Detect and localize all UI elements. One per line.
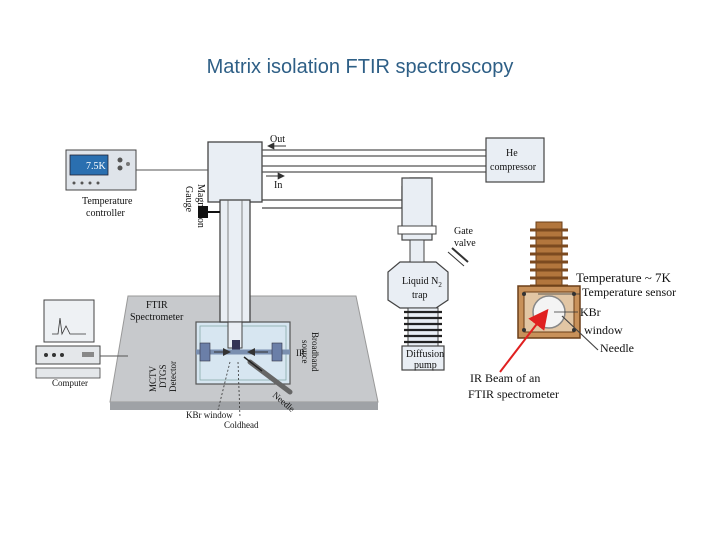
compressor-label-2: compressor — [490, 162, 537, 173]
needle-label: Needle — [600, 341, 634, 355]
magnetron-label-2: Gauge — [183, 186, 194, 213]
computer — [35, 299, 101, 379]
slide-title: Matrix isolation FTIR spectroscopy — [206, 56, 514, 78]
kbr-small-label: KBr window — [186, 410, 233, 420]
controller-label-2: controller — [86, 208, 126, 219]
magnetron-label-1: Magnetron — [195, 184, 206, 228]
in-label: In — [274, 180, 282, 191]
gas-lines — [262, 142, 486, 180]
trap-label-1: Liquid N2 — [402, 276, 442, 289]
gate-valve-label-2: valve — [454, 238, 476, 249]
controller-label-1: Temperature — [82, 196, 133, 207]
ir-beam-label-1: IR Beam of an — [470, 371, 540, 385]
compressor-label-1: He — [506, 148, 518, 159]
source-label-2: source — [300, 340, 310, 364]
detector-label-2: DTGS — [158, 364, 168, 388]
kbr-label-2: window — [584, 323, 623, 337]
coldhead-label: Coldhead — [224, 420, 259, 430]
kbr-label-1: KBr — [580, 305, 601, 319]
gate-valve-label-1: Gate — [454, 226, 473, 237]
detector-label-3: Detector — [168, 361, 178, 392]
out-label: Out — [270, 134, 285, 145]
ftir-label-2: Spectrometer — [130, 312, 184, 323]
temperature-controller — [65, 149, 137, 191]
controller-display: 7.5K — [86, 161, 107, 172]
computer-label: Computer — [52, 378, 88, 388]
he-compressor — [485, 137, 545, 183]
ftir-label-1: FTIR — [146, 300, 168, 311]
vacuum-line — [262, 177, 469, 267]
temperature-label: Temperature ~ 7K — [576, 270, 672, 285]
ir-short-label: IR — [296, 348, 305, 358]
ir-beam-path — [196, 342, 290, 362]
detector-label-1: MCTV — [148, 365, 158, 392]
ir-beam-label-2: FTIR spectrometer — [468, 387, 559, 401]
diffusion-label-1: Diffusion — [406, 349, 444, 360]
coldhead-column — [207, 141, 263, 350]
magnetron-gauge — [198, 206, 220, 218]
trap-label-2: trap — [412, 290, 428, 301]
source-label-1: Broadband — [310, 332, 320, 372]
ir-beam-arrow — [499, 308, 549, 373]
sensor-label: Temperature sensor — [582, 285, 676, 299]
diffusion-pump — [401, 307, 445, 371]
diffusion-label-2: pump — [414, 360, 437, 371]
